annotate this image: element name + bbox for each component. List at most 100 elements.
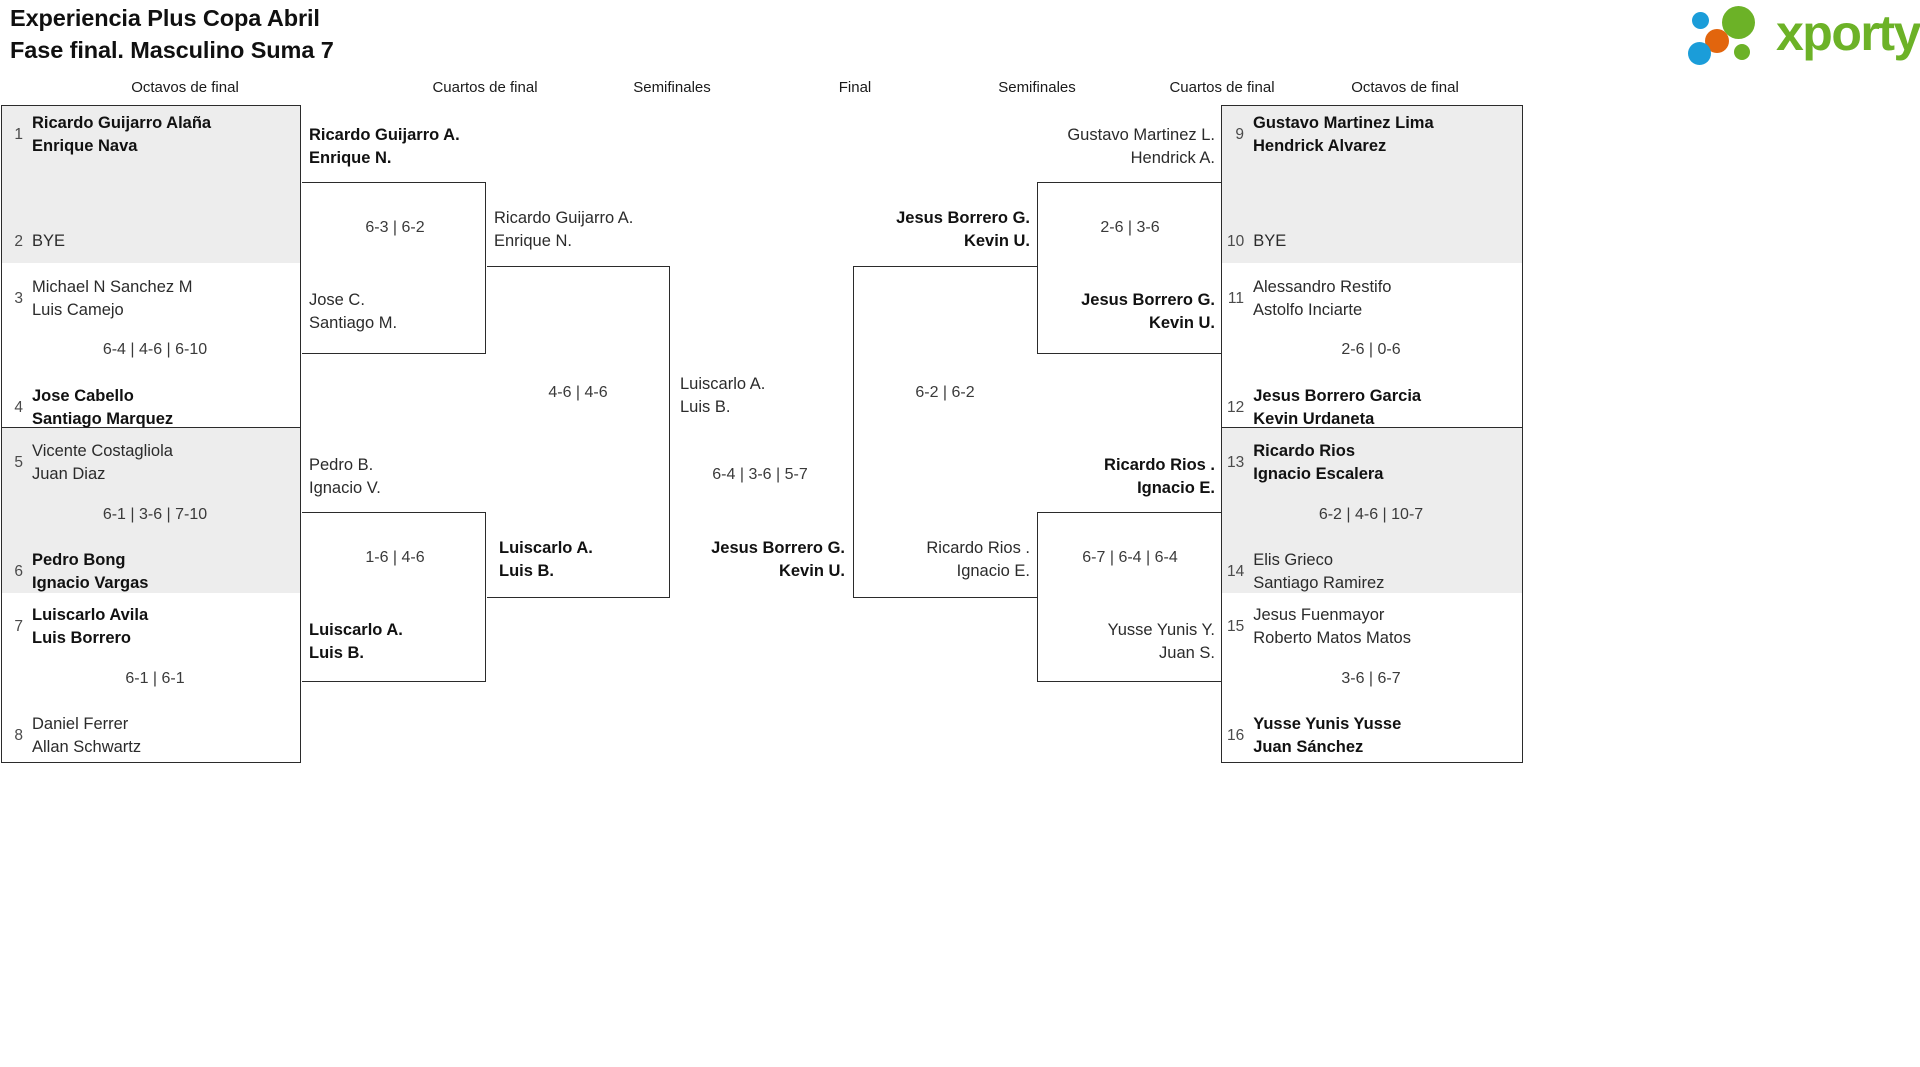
seed-row-10[interactable]: 10 BYE: [1227, 230, 1286, 253]
entry-box-5-6[interactable]: [1, 428, 301, 593]
qf-right-player-2: Jesus Borrero G. Kevin U.: [945, 289, 1215, 335]
qf-right-player-4: Yusse Yunis Y. Juan S.: [945, 619, 1215, 665]
score-sf-right: 6-2 | 6-2: [915, 384, 975, 401]
player-line-1: Jose C.: [309, 291, 365, 309]
player-line-2: Hendrick A.: [1130, 149, 1215, 167]
sf-right-player-1: Jesus Borrero G. Kevin U.: [760, 207, 1030, 253]
qf-left-player-3: Pedro B. Ignacio V.: [309, 454, 381, 500]
seed-names: Jose Cabello Santiago Marquez: [32, 385, 173, 431]
seed-number: 10: [1227, 232, 1245, 250]
score-final: 6-4 | 3-6 | 5-7: [712, 466, 808, 483]
player-line-1: BYE: [1253, 232, 1287, 250]
seed-number: 15: [1227, 618, 1245, 635]
seed-number: 6: [14, 563, 23, 580]
logo-dot-blue-bottom: [1688, 42, 1711, 65]
player-line-1: Michael N Sanchez M: [32, 278, 193, 296]
score-sf-left: 4-6 | 4-6: [548, 384, 608, 401]
connector-right-qf-bottom: [1037, 512, 1221, 682]
seed-number: 11: [1227, 290, 1244, 307]
player-line-1: Ricardo Guijarro A.: [309, 126, 460, 144]
player-line-1: Luiscarlo A.: [499, 539, 593, 557]
tournament-title: Experiencia Plus Copa Abril: [10, 5, 320, 31]
player-line-1: Vicente Costagliola: [32, 442, 173, 460]
player-line-1: Yusse Yunis Y.: [1107, 621, 1215, 639]
player-line-1: Luiscarlo A.: [309, 621, 403, 639]
seed-row-14[interactable]: 14 Elis Grieco Santiago Ramirez: [1227, 549, 1384, 595]
player-line-1: Alessandro Restifo: [1253, 278, 1392, 296]
seed-number: 12: [1227, 399, 1245, 416]
player-line-2: Juan Sánchez: [1253, 738, 1364, 756]
seed-row-3[interactable]: 3 Michael N Sanchez M Luis Camejo: [6, 276, 192, 322]
entry-box-7-8[interactable]: [1, 593, 301, 763]
seed-names: Alessandro Restifo Astolfo Inciarte: [1253, 276, 1392, 322]
logo-wordmark: xporty: [1776, 5, 1920, 61]
seed-row-7[interactable]: 7 Luiscarlo Avila Luis Borrero: [6, 604, 148, 650]
entry-box-1-2[interactable]: [1, 105, 301, 263]
player-line-2: Juan S.: [1159, 644, 1215, 662]
seed-number: 16: [1227, 727, 1245, 744]
player-line-2: Luis Borrero: [32, 629, 132, 647]
qf-right-player-1: Gustavo Martinez L. Hendrick A.: [945, 124, 1215, 170]
entry-box-11-12[interactable]: [1221, 263, 1523, 428]
player-line-1: Gustavo Martinez Lima: [1253, 114, 1434, 132]
seed-row-6[interactable]: 6 Pedro Bong Ignacio Vargas: [6, 549, 148, 595]
player-line-2: Ignacio Vargas: [32, 574, 149, 592]
seed-row-13[interactable]: 13 Ricardo Rios Ignacio Escalera: [1227, 440, 1384, 486]
round-label-left-sf: Semifinales: [633, 79, 711, 96]
entry-box-15-16[interactable]: [1221, 593, 1523, 763]
seed-row-9[interactable]: 9 Gustavo Martinez Lima Hendrick Alvarez: [1227, 112, 1434, 158]
seed-names: Vicente Costagliola Juan Diaz: [32, 440, 173, 486]
seed-names: Elis Grieco Santiago Ramirez: [1253, 549, 1384, 595]
player-line-2: Ignacio Escalera: [1253, 465, 1384, 483]
player-line-2: Ignacio V.: [309, 479, 381, 497]
seed-number: 4: [14, 399, 23, 416]
player-line-2: Santiago Marquez: [32, 410, 174, 428]
round-label-right-r16: Octavos de final: [1351, 79, 1459, 96]
sf-left-player-1: Ricardo Guijarro A. Enrique N.: [494, 207, 633, 253]
player-line-1: Yusse Yunis Yusse: [1253, 715, 1402, 733]
player-line-2: Luis B.: [499, 562, 555, 580]
player-line-2: Ignacio E.: [956, 562, 1030, 580]
score-r16-right-4: 3-6 | 6-7: [1341, 670, 1401, 687]
round-label-right-sf: Semifinales: [998, 79, 1076, 96]
seed-row-16[interactable]: 16 Yusse Yunis Yusse Juan Sánchez: [1227, 713, 1401, 759]
seed-row-8[interactable]: 8 Daniel Ferrer Allan Schwartz: [6, 713, 141, 759]
player-line-2: Ignacio E.: [1137, 479, 1215, 497]
player-line-2: Juan Diaz: [32, 465, 106, 483]
connector-left-qf-top: [302, 182, 486, 354]
seed-number: 3: [14, 290, 23, 307]
qf-left-player-2: Jose C. Santiago M.: [309, 289, 397, 335]
connector-left-qf-bottom: [302, 512, 486, 682]
qf-left-player-1: Ricardo Guijarro A. Enrique N.: [309, 124, 460, 170]
seed-names: Jesus Borrero Garcia Kevin Urdaneta: [1253, 385, 1421, 431]
player-line-2: Luis B.: [680, 398, 731, 416]
player-line-2: Enrique Nava: [32, 137, 138, 155]
sf-right-player-2: Ricardo Rios . Ignacio E.: [760, 537, 1030, 583]
seed-row-2[interactable]: 2 BYE: [6, 230, 65, 253]
player-line-1: BYE: [32, 232, 66, 250]
player-line-2: Hendrick Alvarez: [1253, 137, 1387, 155]
seed-number: 5: [14, 454, 23, 471]
entry-box-13-14[interactable]: [1221, 428, 1523, 593]
seed-row-11[interactable]: 11 Alessandro Restifo Astolfo Inciarte: [1227, 276, 1392, 322]
connector-right-qf-top: [1037, 182, 1221, 354]
entry-box-3-4[interactable]: [1, 263, 301, 428]
qf-left-player-4: Luiscarlo A. Luis B.: [309, 619, 403, 665]
player-line-1: Pedro Bong: [32, 551, 126, 569]
page-header: Experiencia Plus Copa Abril Fase final. …: [0, 0, 1920, 70]
seed-row-15[interactable]: 15 Jesus Fuenmayor Roberto Matos Matos: [1227, 604, 1411, 650]
player-line-1: Jesus Borrero G.: [896, 209, 1030, 227]
xporty-logo[interactable]: xporty: [1688, 2, 1920, 65]
seed-row-12[interactable]: 12 Jesus Borrero Garcia Kevin Urdaneta: [1227, 385, 1421, 431]
seed-names: Pedro Bong Ignacio Vargas: [32, 549, 148, 595]
player-line-1: Jose Cabello: [32, 387, 134, 405]
seed-row-1[interactable]: 1 Ricardo Guijarro Alaña Enrique Nava: [6, 112, 211, 158]
qf-right-player-3: Ricardo Rios . Ignacio E.: [945, 454, 1215, 500]
logo-dot-green-large: [1722, 6, 1755, 39]
player-line-2: Kevin U.: [1148, 314, 1215, 332]
seed-number: 1: [14, 126, 23, 143]
seed-row-4[interactable]: 4 Jose Cabello Santiago Marquez: [6, 385, 173, 431]
seed-row-5[interactable]: 5 Vicente Costagliola Juan Diaz: [6, 440, 173, 486]
logo-dots-icon: [1688, 2, 1780, 65]
entry-box-9-10[interactable]: [1221, 105, 1523, 263]
